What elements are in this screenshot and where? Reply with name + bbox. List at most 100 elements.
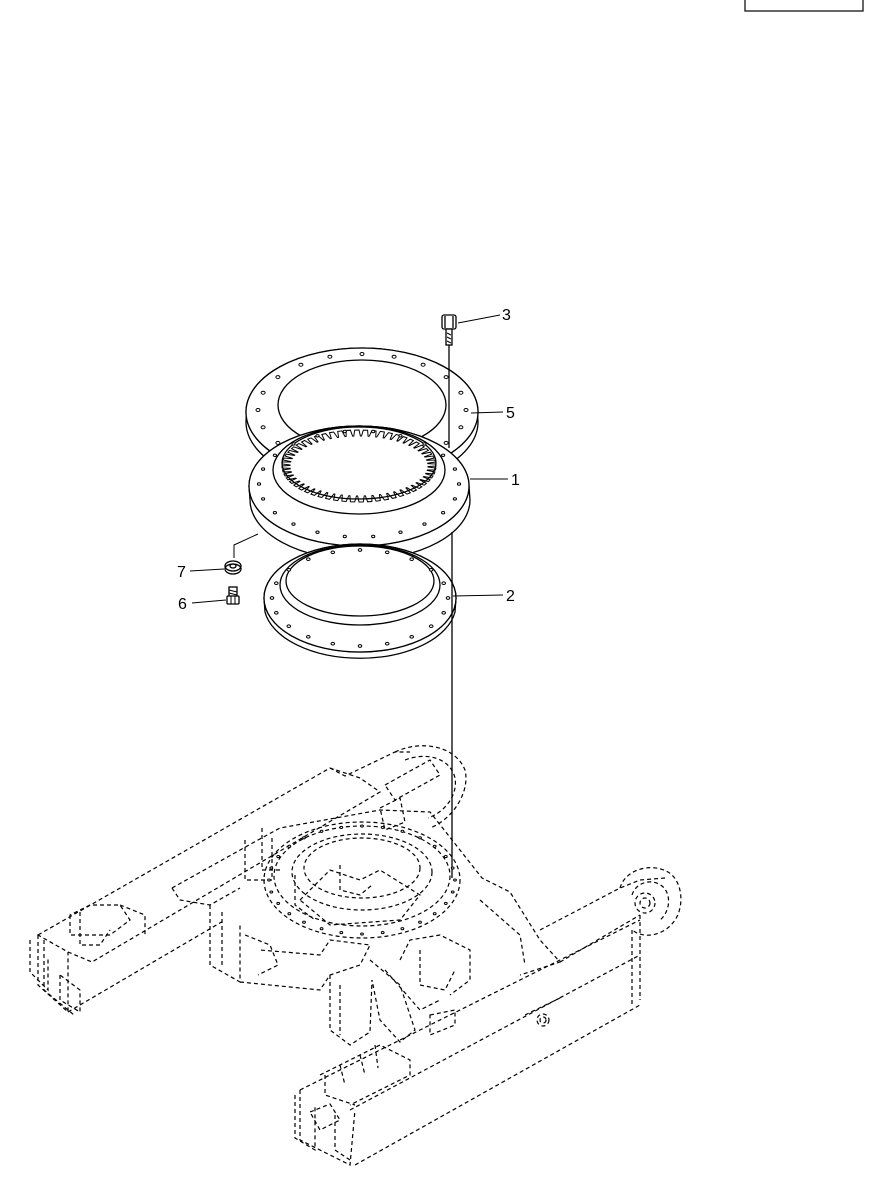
shim-plate-hole	[391, 354, 397, 359]
shim-plate-hole	[443, 375, 449, 380]
bearing-bolt-hole	[452, 497, 457, 501]
callout-1: 1	[511, 472, 520, 489]
frame-hole	[380, 931, 385, 935]
shim-plate-hole	[458, 425, 464, 430]
ring-bolt-hole	[441, 581, 447, 586]
fastener-bracket-line	[233, 533, 259, 558]
bolt-long	[441, 314, 457, 448]
frame-hole	[269, 866, 274, 870]
shim-plate-hole	[443, 440, 449, 445]
bearing-bolt-hole	[291, 522, 296, 526]
bearing-bolt-hole	[272, 511, 277, 515]
bearing-bolt-hole	[371, 534, 376, 539]
ring-bolt-hole	[409, 634, 415, 639]
ring-bolt-hole	[384, 641, 390, 646]
frame-hole	[432, 844, 437, 848]
ring-bolt-hole	[274, 581, 279, 586]
frame-hole	[360, 824, 364, 828]
frame-hole	[319, 927, 324, 931]
bearing-bolt-hole	[261, 497, 266, 501]
bearing-bolt-hole	[261, 467, 266, 471]
shim-plate-hole	[458, 390, 464, 395]
frame-hole	[453, 878, 457, 882]
bearing-bolt-hole	[422, 522, 427, 526]
frame-hole	[287, 912, 292, 916]
lower-spacer-ring	[263, 543, 457, 659]
ring-bolt-hole	[428, 624, 434, 629]
frame-hole	[450, 890, 455, 894]
frame-hole	[450, 866, 455, 870]
callout-7: 7	[177, 564, 186, 581]
bearing-bolt-hole	[371, 429, 376, 434]
frame-hole	[400, 927, 405, 931]
ring-bolt-hole	[269, 596, 275, 600]
bolt-short	[226, 586, 240, 605]
bearing-bolt-hole	[291, 442, 296, 446]
shim-plate-hole	[327, 354, 333, 359]
bearing-bolt-hole	[422, 442, 427, 446]
frame-hole	[432, 912, 437, 916]
frame-hole	[302, 836, 306, 840]
undercarriage-frame	[29, 745, 682, 1166]
ring-bolt-hole	[409, 557, 415, 562]
ring-bolt-hole	[357, 548, 363, 552]
callout-2: 2	[506, 588, 515, 605]
shim-plate-hole	[359, 352, 365, 356]
frame-hole	[339, 825, 344, 829]
bearing-bolt-hole	[315, 434, 320, 438]
shim-plate-hole	[298, 362, 304, 367]
ring-bolt-hole	[274, 610, 279, 615]
frame-hole	[267, 878, 271, 882]
ring-bolt-hole	[306, 634, 311, 639]
bearing-bolt-hole	[398, 530, 403, 534]
frame-hole	[418, 920, 422, 924]
frame-hole	[380, 825, 385, 829]
frame-hole	[302, 920, 306, 924]
leader-lines	[189, 314, 508, 604]
shim-plate-hole	[275, 375, 281, 380]
bearing-bolt-hole	[342, 534, 347, 539]
shim-plate-hole	[255, 408, 261, 412]
frame-hole	[276, 855, 281, 859]
shim-plate-hole	[275, 440, 281, 445]
ring-bolt-hole	[306, 557, 311, 562]
washer	[224, 560, 242, 575]
undercarriage-bolt-holes	[267, 824, 457, 936]
shim-plate-hole	[260, 390, 266, 395]
frame-hole	[287, 844, 292, 848]
frame-hole	[400, 829, 405, 833]
bearing-bolt-hole	[452, 467, 457, 471]
frame-hole	[360, 932, 364, 936]
shim-plate-hole	[420, 362, 426, 367]
swing-bearing	[248, 425, 471, 561]
ring-bolt-hole	[428, 567, 434, 572]
bearing-bolt-hole	[315, 530, 320, 534]
ring-bolt-hole	[286, 567, 292, 572]
callout-6: 6	[178, 596, 187, 613]
ring-bolt-hole	[445, 596, 451, 600]
ring-bolt-hole	[441, 610, 447, 615]
frame-hole	[418, 836, 422, 840]
bearing-bolt-hole	[272, 453, 277, 457]
ring-bolt-hole	[384, 550, 390, 555]
frame-hole	[443, 855, 448, 859]
ring-bolt-hole	[286, 624, 292, 629]
ring-bolt-hole	[330, 550, 336, 555]
bearing-bolt-hole	[456, 482, 462, 486]
bearing-bolt-hole	[398, 434, 403, 438]
ring-bolt-hole	[357, 644, 363, 648]
frame-hole	[276, 901, 281, 905]
bearing-bolt-hole	[256, 482, 262, 486]
frame-hole	[319, 829, 324, 833]
callouts: 3 5 1 2 7 6	[177, 307, 520, 613]
frame-hole	[443, 901, 448, 905]
shim-plate-hole	[463, 408, 469, 412]
ring-bolt-hole	[330, 641, 336, 646]
callout-5: 5	[506, 405, 515, 422]
page-number-box	[744, 0, 864, 12]
bearing-bolt-hole	[342, 429, 347, 434]
bearing-bolt-hole	[441, 453, 446, 457]
shim-plate-hole	[260, 425, 266, 430]
frame-hole	[269, 890, 274, 894]
